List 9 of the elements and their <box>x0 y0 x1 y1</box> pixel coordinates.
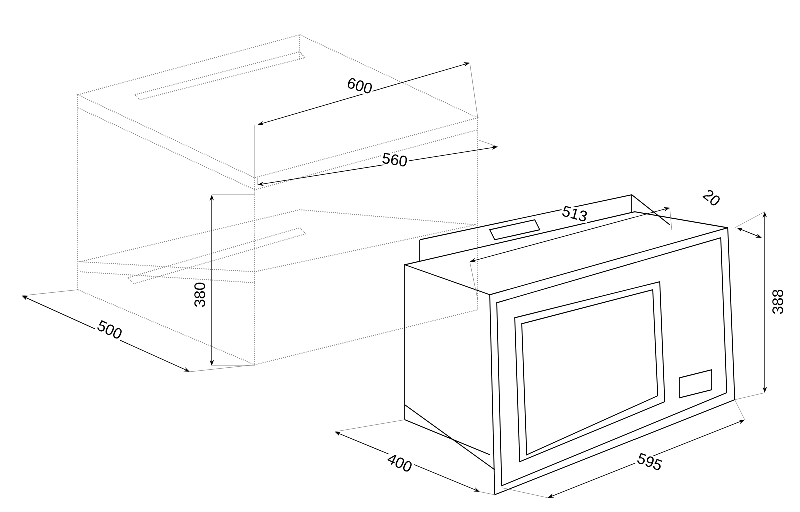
dimension-label: 560 <box>380 151 410 169</box>
dimension-label: 500 <box>94 318 126 342</box>
dimension-label: 20 <box>700 186 724 210</box>
dimension-label: 400 <box>384 451 416 475</box>
dimension-label: 380 <box>193 281 207 309</box>
dimension-label: 388 <box>771 288 785 316</box>
dimension-label: 595 <box>634 451 666 473</box>
dimension-label: 600 <box>344 76 376 96</box>
dimension-label: 513 <box>560 204 590 224</box>
